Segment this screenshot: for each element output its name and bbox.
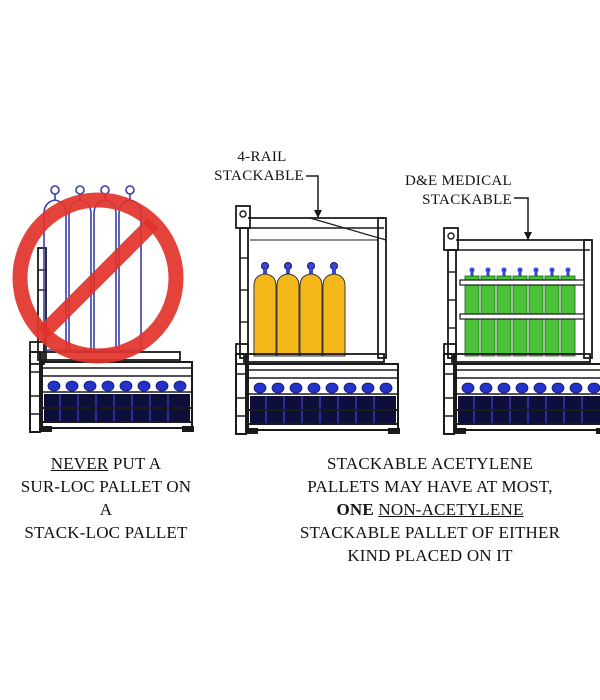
four-rail-callout-label: 4-RAIL STACKABLE [190,148,304,186]
right-caption-non-acetylene: NON-ACETYLENE [378,500,524,519]
right-caption-line3: ONE NON-ACETYLENE [270,498,590,521]
right-caption-line5: KIND PLACED ON IT [347,546,513,565]
right-rule-caption: STACKABLE ACETYLENE PALLETS MAY HAVE AT … [270,452,590,567]
left-caption-line1-rest: PUT A [108,454,162,473]
left-caption-never: NEVER [50,454,109,473]
medical-callout-line2: STACKABLE [422,192,512,208]
four-rail-callout-line1: 4-RAIL [237,149,287,165]
medical-callout-label: D&E MEDICAL STACKABLE [376,172,512,210]
right-caption-line2: PALLETS MAY HAVE AT MOST, [307,477,553,496]
sur-loc-on-stack-loc-illustration [12,185,195,433]
right-caption-line1: STACKABLE ACETYLENE [327,454,533,473]
medical-callout-line1: D&E MEDICAL [404,173,512,189]
left-caption-line1: NEVER PUT A [20,452,192,475]
de-medical-stackable-illustration [443,197,600,435]
four-rail-callout-line2: STACKABLE [214,168,304,184]
left-caption-line2: SUR-LOC PALLET ON A [20,477,192,519]
left-caption-line3: STACK-LOC PALLET [24,523,188,542]
four-rail-stackable-illustration [235,175,401,435]
right-caption-one: ONE [336,500,374,519]
left-warning-caption: NEVER PUT A SUR-LOC PALLET ON A STACK-LO… [20,452,192,544]
prohibition-icon [12,192,184,364]
right-caption-line4: STACKABLE PALLET OF EITHER [299,523,561,542]
